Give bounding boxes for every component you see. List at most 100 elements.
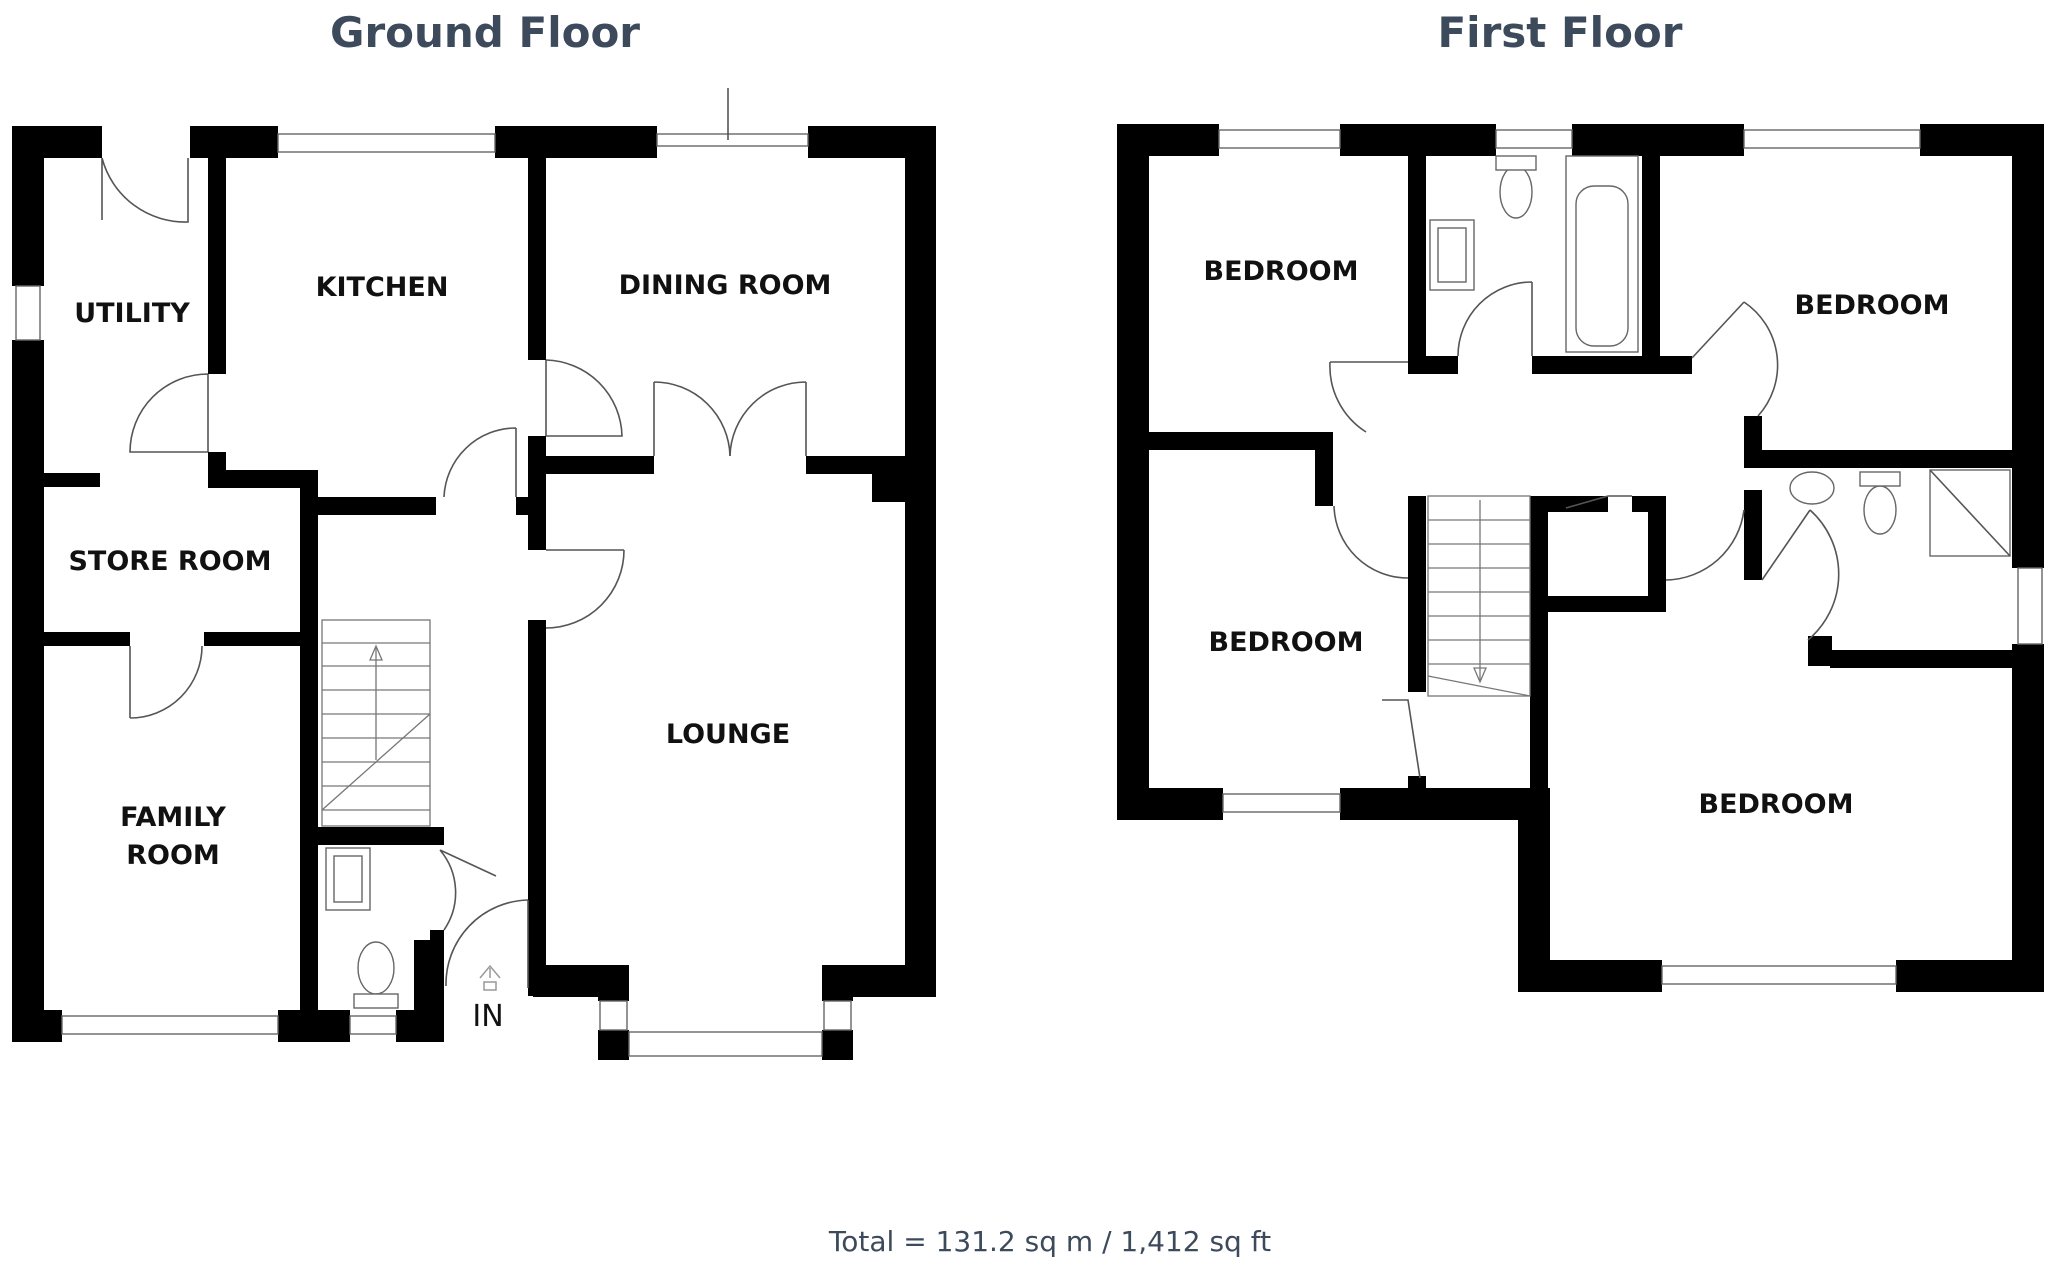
ff-wall-landing-right	[1744, 490, 1762, 580]
gf-wall-top-3	[495, 126, 657, 158]
ff-staircase	[1427, 495, 1531, 697]
gf-bay-side-left	[599, 1000, 628, 1031]
gf-window-wc	[349, 1015, 397, 1035]
ff-door-bed1	[1329, 361, 1408, 433]
room-label-lounge: LOUNGE	[666, 719, 790, 750]
ff-wall-bottom-3	[1518, 960, 1662, 992]
first-floor-plan: BEDROOM BEDROOM BEDROOM BEDROOM	[1117, 124, 2044, 992]
total-area-label: Total = 131.2 sq m / 1,412 sq ft	[828, 1225, 1271, 1258]
gf-door-hall-lounge	[545, 549, 625, 629]
gf-door-hall-dining	[545, 359, 623, 437]
gf-wall-wc-right-2	[430, 930, 444, 950]
ff-wall-ensuite-corner	[1808, 636, 1832, 666]
gf-wall-lounge-pier	[872, 474, 905, 502]
room-label-store-room: STORE ROOM	[68, 546, 271, 577]
gf-bay-side-right	[823, 1000, 852, 1031]
ff-wall-top-3	[1572, 124, 1744, 156]
ff-door-cupboard	[1565, 495, 1632, 509]
ff-wall-bed3-stairs	[1408, 496, 1426, 692]
gf-wall-dining-lounge-2	[806, 456, 936, 474]
gf-wall-utility-kitchen	[208, 158, 226, 374]
ff-wall-left	[1117, 124, 1149, 820]
first-floor-title: First Floor	[1437, 8, 1682, 57]
room-label-utility: UTILITY	[74, 298, 190, 329]
ff-wall-cupboard-bottom	[1548, 596, 1666, 612]
gf-wall-bottom-3	[396, 1010, 444, 1042]
gf-wall-family-right	[300, 646, 318, 1010]
room-label-family-room-line2: ROOM	[126, 840, 220, 871]
ff-wall-right	[2012, 124, 2044, 568]
gf-staircase	[321, 619, 431, 827]
room-label-bedroom-top-left: BEDROOM	[1204, 256, 1359, 287]
ff-door-airing	[1382, 699, 1421, 779]
ff-door-bed3	[1333, 505, 1409, 579]
ff-wall-bed2-bottom	[1760, 450, 2012, 468]
ff-door-ensuite	[1761, 509, 1840, 641]
ff-wall-bottom-2	[1340, 788, 1520, 820]
gf-door-wc	[439, 849, 497, 931]
gf-window-utility-side	[15, 285, 41, 341]
gf-wall-left-2	[12, 340, 44, 1042]
ff-wall-top-2	[1340, 124, 1496, 156]
gf-wall-wc-right	[414, 940, 444, 1010]
ff-door-bed2	[1691, 301, 1779, 417]
ff-wall-bottom-1	[1117, 788, 1223, 820]
ff-wall-bed2-left	[1744, 416, 1762, 468]
ff-wall-cupboard-right	[1648, 496, 1666, 612]
ff-window-bed2	[1743, 129, 1921, 149]
gf-door-front	[445, 899, 529, 988]
gf-wc-basin-inner	[333, 855, 363, 903]
gf-bay-window	[628, 1031, 823, 1057]
room-label-bedroom-bottom-right: BEDROOM	[1699, 789, 1854, 820]
gf-wall-bottom-2	[278, 1010, 350, 1042]
ff-window-bed3	[1222, 793, 1341, 813]
ff-ensuite-toilet	[1863, 485, 1897, 535]
ff-window-bed1	[1218, 129, 1341, 149]
gf-wall-top-2	[190, 126, 278, 158]
gf-wall-left-1	[12, 126, 44, 286]
gf-bay-right-post	[822, 1030, 853, 1060]
ff-wall-ensuite-bottom	[1830, 650, 2012, 668]
ff-wall-bed3-top-stub	[1315, 432, 1333, 506]
room-label-bedroom-top-right: BEDROOM	[1795, 290, 1950, 321]
room-label-dining-room: DINING ROOM	[619, 270, 832, 301]
ff-ensuite-shower-diag	[1929, 469, 2011, 557]
ff-bath-tub-inner	[1575, 185, 1629, 347]
ff-door-bed4	[1665, 509, 1745, 581]
ground-floor-plan: IN UTILITY KITCHEN DINING ROOM STORE ROO…	[12, 88, 936, 1060]
gf-door-utility-external	[101, 157, 189, 223]
gf-door-dining-lounge-right	[729, 381, 807, 457]
gf-door-dining-lounge-left	[653, 381, 731, 457]
ff-wall-right-2	[2012, 644, 2044, 992]
gf-door-store-family	[129, 645, 203, 719]
ff-wall-bed1-bottom	[1149, 432, 1315, 450]
gf-door-kitchen-hall	[443, 427, 517, 498]
room-label-family-room-line1: FAMILY	[120, 802, 226, 833]
ff-wall-bath-bed2	[1642, 156, 1660, 374]
gf-wc-cistern	[353, 993, 399, 1009]
gf-wall-store-family-2	[204, 632, 300, 646]
gf-door-utility-kitchen	[129, 373, 209, 453]
ff-wall-bed1-bath	[1408, 156, 1426, 358]
ff-ensuite-basin	[1789, 471, 1835, 505]
gf-wall-kitchen-dining	[528, 158, 546, 360]
gf-wc-toilet	[357, 941, 395, 995]
ff-bath-cistern	[1495, 155, 1537, 171]
room-label-kitchen: KITCHEN	[316, 272, 449, 303]
gf-wall-hall-stub	[516, 497, 546, 515]
ff-bath-basin-inner	[1437, 227, 1467, 283]
entrance-label: IN	[472, 999, 503, 1034]
ff-wall-bath-bottom-1	[1408, 356, 1458, 374]
gf-window-kitchen	[277, 133, 496, 153]
gf-wall-dining-lounge-1	[546, 456, 654, 474]
ground-floor-title: Ground Floor	[330, 8, 640, 57]
gf-bay-left-post	[598, 1030, 629, 1060]
ff-wall-stairs-bottom	[1408, 776, 1426, 820]
ff-wall-step-down	[1518, 788, 1550, 992]
ff-door-bath	[1457, 281, 1533, 357]
gf-wall-store-family-1	[44, 632, 130, 646]
ff-wall-stairs-right	[1530, 496, 1548, 820]
gf-wall-utility-store	[44, 473, 100, 487]
ff-window-bed4	[1661, 965, 1897, 985]
